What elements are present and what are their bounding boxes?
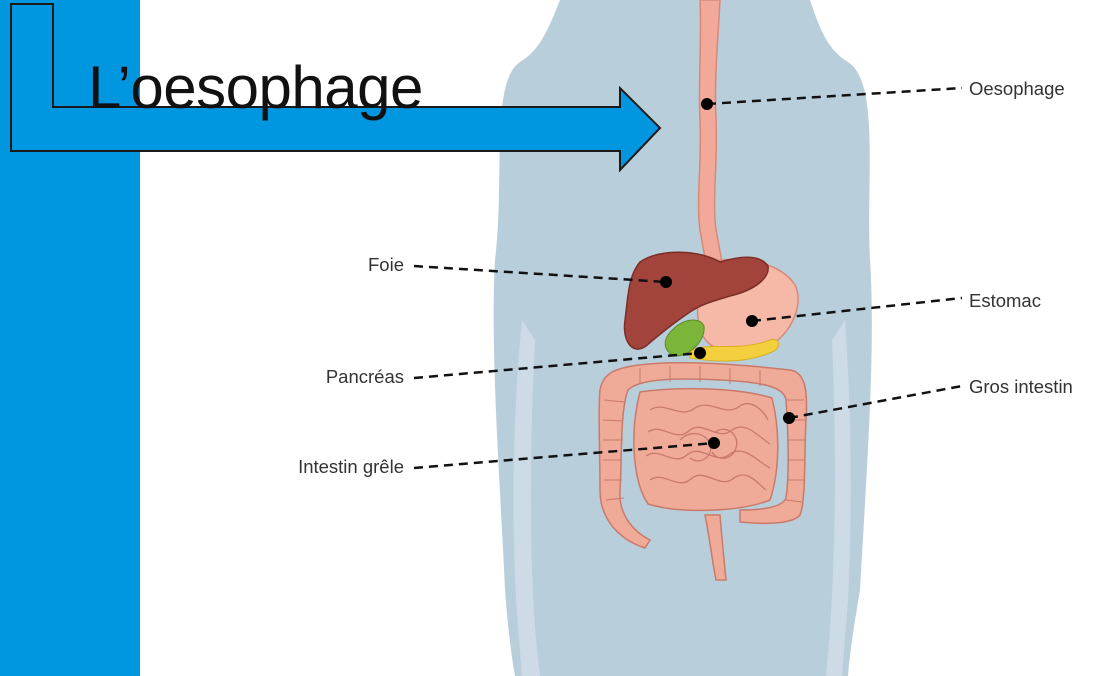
dot-intestin-grele (708, 437, 720, 449)
dot-oesophage (701, 98, 713, 110)
dot-foie (660, 276, 672, 288)
dot-estomac (746, 315, 758, 327)
label-gros-intestin: Gros intestin (969, 376, 1073, 398)
label-estomac: Estomac (969, 290, 1041, 312)
dot-pancreas (694, 347, 706, 359)
slide-title: L’oesophage (88, 52, 423, 124)
label-intestin-grele: Intestin grêle (254, 456, 404, 478)
label-foie: Foie (330, 254, 404, 276)
label-oesophage: Oesophage (969, 78, 1065, 100)
label-pancreas: Pancréas (290, 366, 404, 388)
dot-gros-intestin (783, 412, 795, 424)
